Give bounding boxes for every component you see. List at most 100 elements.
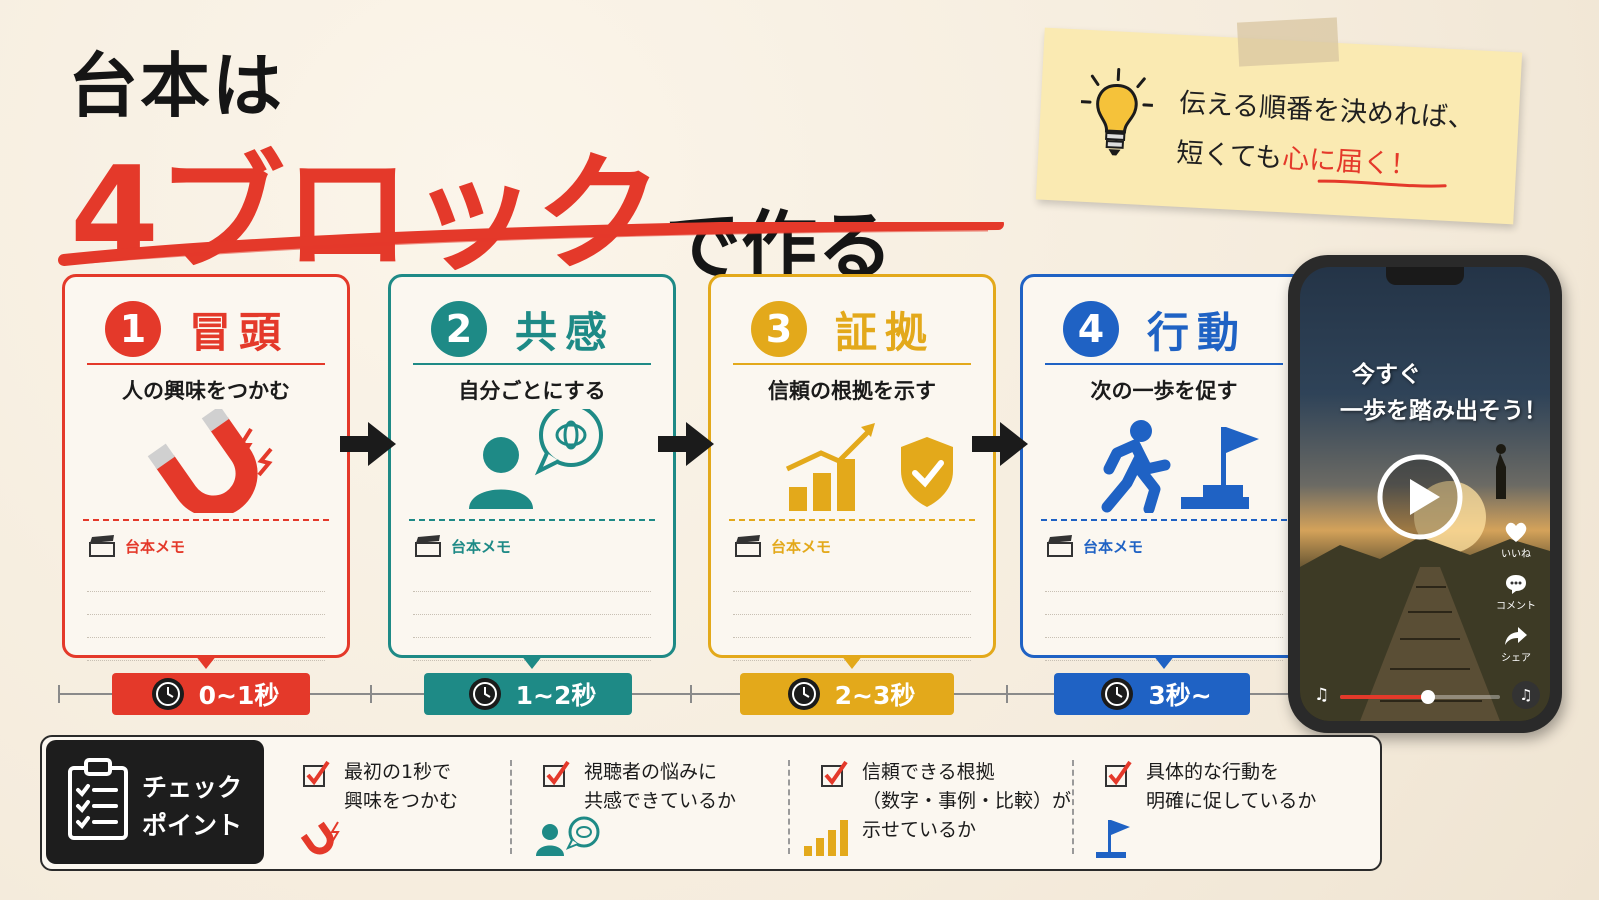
arrow-right-icon [340, 422, 396, 466]
divider [1045, 363, 1283, 365]
divider [733, 363, 971, 365]
note-underline [1317, 179, 1447, 188]
memo-lines [87, 569, 325, 661]
block-title: 行動 [1147, 308, 1248, 357]
time-label: 3秒~ [1148, 681, 1212, 710]
phone-text-line2: 一歩を踏み出そう！ [1340, 398, 1547, 424]
block-desc: 人の興味をつかむ [122, 379, 290, 403]
block-number: 2 [431, 301, 487, 357]
title-line1: 台本は [68, 45, 284, 127]
block-title: 共感 [515, 308, 616, 357]
separator [788, 760, 790, 854]
sticky-note: 伝える順番を決めれば、 短くても心に届く！ [1035, 27, 1523, 225]
card-pointer [1153, 655, 1175, 669]
like-button[interactable]: いいね [1492, 521, 1540, 560]
phone-notch [1386, 267, 1464, 285]
note-highlight: 心に届く！ [1281, 143, 1418, 182]
title-highlight: 4ブロック [70, 140, 663, 289]
card-pointer [841, 655, 863, 669]
block-desc: 信頼の根拠を示す [768, 379, 936, 403]
heart-icon [1505, 522, 1527, 542]
timeline-tick [370, 685, 372, 703]
clapperboard-icon [735, 535, 761, 557]
clock-icon [468, 678, 501, 710]
clapperboard-icon [1047, 535, 1073, 557]
checkpoint-label-line1: チェック [142, 773, 243, 802]
video-progress[interactable] [1340, 690, 1500, 704]
play-icon[interactable] [1376, 453, 1464, 541]
clock-icon [151, 678, 184, 710]
smartphone: 今すぐ 一歩を踏み出そう！ いいね コメント シェア ♫ ♫ [1288, 255, 1562, 733]
block-card-1: 1 冒頭 人の興味をつかむ 台本メモ [62, 274, 350, 669]
chart-shield-icon [785, 423, 953, 511]
timeline-tick [1006, 685, 1008, 703]
bar-chart-icon [804, 820, 848, 856]
divider-dashed [729, 519, 975, 521]
flag-icon [1096, 820, 1130, 858]
note-line1: 伝える順番を決めれば、 [1178, 87, 1476, 135]
block-number: 3 [751, 301, 807, 357]
magnet-icon [300, 821, 340, 855]
time-label: 1~2秒 [515, 681, 597, 710]
timeline-tick [690, 685, 692, 703]
checkbox-checked-icon[interactable] [542, 760, 570, 788]
divider [413, 363, 651, 365]
clapperboard-icon [415, 535, 441, 557]
arrow-right-icon [972, 422, 1028, 466]
music-disc-icon[interactable]: ♫ [1512, 681, 1540, 709]
progress-knob[interactable] [1421, 690, 1435, 704]
divider [87, 363, 325, 365]
block-title: 冒頭 [189, 308, 290, 357]
comment-button[interactable]: コメント [1492, 573, 1540, 612]
share-button[interactable]: シェア [1492, 625, 1540, 664]
time-badge-2: 1~2秒 [424, 673, 632, 715]
checkpoint-label: チェック ポイント [46, 740, 264, 864]
progress-fill [1340, 695, 1428, 699]
memo-label: 台本メモ [771, 537, 832, 556]
block-desc: 自分ごとにする [458, 379, 606, 403]
block-title: 証拠 [835, 308, 936, 357]
block-card-3: 3 証拠 信頼の根拠を示す 台本メモ [708, 274, 996, 669]
block-number: 4 [1063, 301, 1119, 357]
clock-icon [1101, 678, 1134, 710]
person-thought-icon [536, 816, 600, 856]
share-label: シェア [1501, 653, 1531, 664]
comment-icon [1506, 575, 1526, 594]
time-badge-4: 3秒~ [1054, 673, 1250, 715]
share-icon [1505, 627, 1527, 645]
memo-label: 台本メモ [451, 537, 512, 556]
clock-icon [787, 678, 820, 710]
runner-flag-icon [1101, 420, 1259, 513]
time-badge-1: 0~1秒 [112, 673, 310, 715]
timeline-tick [58, 685, 60, 703]
note-line2: 短くても心に届く！ [1175, 137, 1418, 182]
magnet-icon [147, 409, 273, 513]
block-card-2: 2 共感 自分ごとにする 台本メモ [388, 274, 676, 669]
timeline [58, 693, 1290, 695]
memo-header: 台本メモ [89, 535, 185, 557]
block-number: 1 [105, 301, 161, 357]
memo-lines [413, 569, 651, 661]
card-pointer [195, 655, 217, 669]
checkpoint-label-line2: ポイント [142, 811, 243, 840]
person-thought-icon [469, 409, 603, 509]
music-note-icon: ♫ [1314, 685, 1330, 705]
time-label: 0~1秒 [198, 681, 280, 710]
divider-dashed [1041, 519, 1287, 521]
title-line2: 4ブロックで作る [70, 110, 893, 295]
time-label: 2~3秒 [834, 681, 916, 710]
memo-header: 台本メモ [415, 535, 511, 557]
memo-header: 台本メモ [1047, 535, 1143, 557]
like-label: いいね [1501, 549, 1531, 560]
checkbox-checked-icon[interactable] [820, 760, 848, 788]
checkbox-checked-icon[interactable] [302, 760, 330, 788]
phone-text-line1: 今すぐ [1352, 362, 1421, 388]
memo-lines [1045, 569, 1283, 661]
tape [1236, 17, 1340, 67]
brush-underline [58, 222, 1004, 266]
checkbox-checked-icon[interactable] [1104, 760, 1132, 788]
memo-label: 台本メモ [125, 537, 186, 556]
divider-dashed [409, 519, 655, 521]
memo-lines [733, 569, 971, 661]
time-badge-3: 2~3秒 [740, 673, 954, 715]
